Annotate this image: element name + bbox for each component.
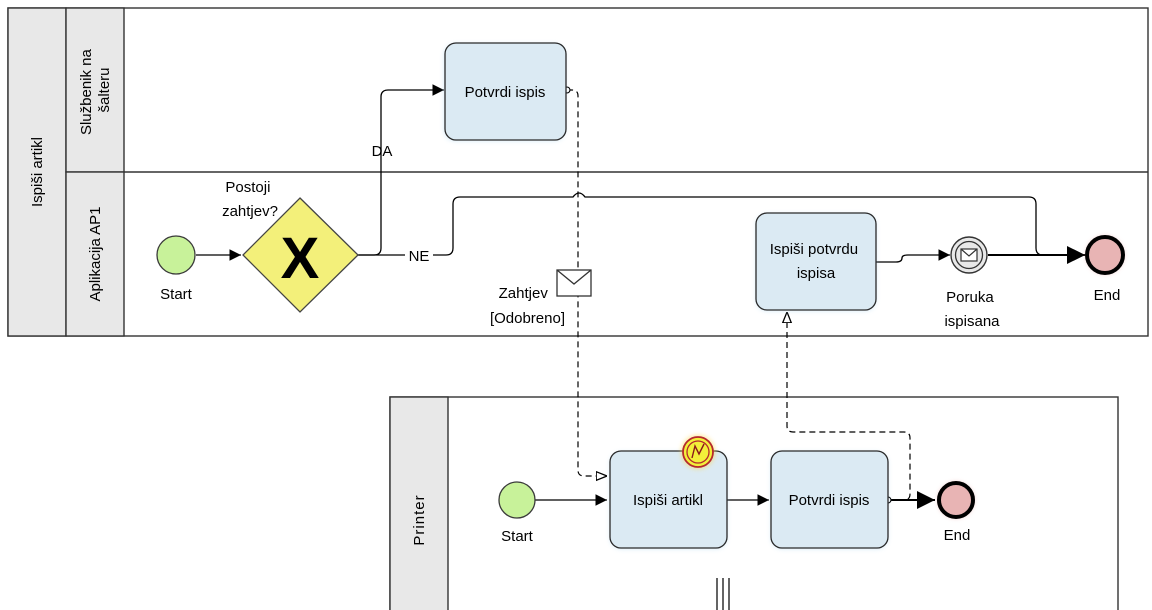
task-confirm-print-clerk[interactable] <box>444 42 567 141</box>
start-event-printer[interactable] <box>498 481 536 519</box>
task-print-confirmation-label: Ispiši potvrdu ispisa <box>770 241 863 282</box>
main-pool-title: Ispiši artikl <box>29 137 46 207</box>
message-intermediate-event-icon[interactable] <box>950 236 988 274</box>
end-event-main-label: End <box>1094 287 1121 304</box>
task-print-confirmation[interactable] <box>755 212 877 311</box>
task-confirm-print-printer[interactable] <box>770 450 889 549</box>
gateway-no-label: NE <box>409 248 430 265</box>
error-boundary-event-icon[interactable] <box>681 435 715 469</box>
lane-header-app[interactable] <box>65 171 125 337</box>
task-confirm-print-printer-label: Potvrdi ispis <box>789 492 870 509</box>
flow-confirmation-to-event[interactable] <box>876 249 950 263</box>
exclusive-x-icon: X <box>281 226 320 291</box>
main-pool-header[interactable] <box>7 7 67 337</box>
exclusive-gateway[interactable]: X <box>242 197 359 313</box>
end-event-printer-label: End <box>944 527 971 544</box>
message-flow-confirmation[interactable] <box>787 312 911 500</box>
end-event-printer[interactable] <box>937 481 975 519</box>
lane-header-clerk[interactable] <box>65 7 125 173</box>
start-event-printer-label: Start <box>501 528 534 545</box>
task-print-article-label: Ispiši artikl <box>633 492 703 509</box>
end-event-main[interactable] <box>1085 235 1125 275</box>
printer-pool-title: Printer <box>411 494 428 545</box>
message-event-label: Poruka ispisana <box>944 289 1000 330</box>
message-label: Zahtjev [Odobreno] <box>490 285 565 327</box>
lane-label-clerk: Službenik na šalteru <box>78 45 113 135</box>
printer-pool-header[interactable] <box>389 396 449 610</box>
lane-label-app: Aplikacija AP1 <box>87 206 104 301</box>
gateway-diamond <box>242 197 359 313</box>
start-event-main-label: Start <box>160 286 193 303</box>
envelope-icon[interactable] <box>556 269 592 297</box>
gateway-yes-label: DA <box>372 143 393 160</box>
start-event-main[interactable] <box>156 235 196 275</box>
task-confirm-print-clerk-label: Potvrdi ispis <box>465 84 546 101</box>
task-print-article[interactable] <box>609 450 728 549</box>
gateway-label: Postoji zahtjev? <box>222 179 278 220</box>
parallel-marker-icon <box>716 578 730 610</box>
gateway-no-label-bg <box>405 246 433 264</box>
